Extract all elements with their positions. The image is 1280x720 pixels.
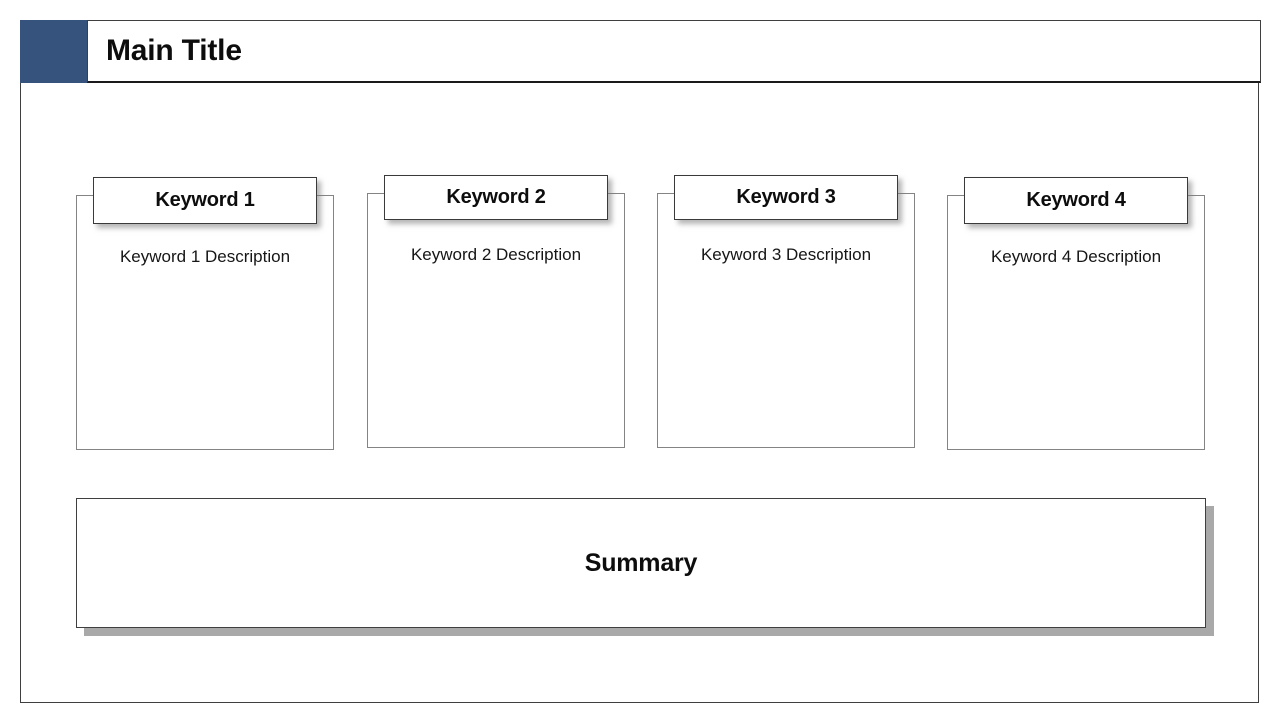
keyword-card-body (76, 195, 334, 450)
keyword-card-description: Keyword 4 Description (990, 247, 1162, 266)
keyword-card-body (947, 195, 1205, 450)
keyword-card-body (367, 193, 625, 448)
keyword-card-header[interactable]: Keyword 2 (384, 175, 608, 220)
keyword-cards-row: Keyword 1 Keyword 1 Description Keyword … (21, 21, 1258, 702)
keyword-card-description: Keyword 3 Description (700, 245, 872, 264)
keyword-card-description: Keyword 1 Description (119, 247, 291, 266)
title-accent-block (20, 20, 87, 83)
keyword-card-body (657, 193, 915, 448)
title-band: Main Title (87, 20, 1261, 83)
summary-box[interactable]: Summary (76, 498, 1206, 628)
page-title: Main Title (106, 34, 242, 67)
slide-frame: Main Title Keyword 1 Keyword 1 Descripti… (20, 20, 1261, 703)
keyword-card-title: Keyword 4 (1026, 189, 1126, 211)
summary-label: Summary (584, 548, 698, 577)
keyword-card-title: Keyword 3 (736, 186, 836, 208)
keyword-card-title: Keyword 2 (446, 186, 546, 208)
keyword-card-description: Keyword 2 Description (410, 245, 582, 264)
keyword-card-header[interactable]: Keyword 3 (674, 175, 898, 220)
keyword-card-header[interactable]: Keyword 1 (93, 177, 317, 224)
keyword-card-header[interactable]: Keyword 4 (964, 177, 1188, 224)
keyword-card-title: Keyword 1 (155, 189, 255, 211)
